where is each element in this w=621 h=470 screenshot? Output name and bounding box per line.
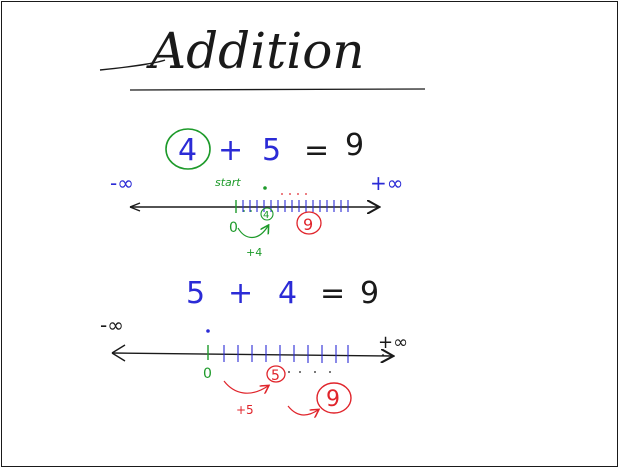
nl1-four-circle xyxy=(260,207,274,221)
nl2-pos-infinity: +∞ xyxy=(378,332,408,353)
nl1-neg-infinity: -∞ xyxy=(110,171,134,195)
eq1-first-addend: 4 xyxy=(178,133,197,168)
nl1-four-label: 4 xyxy=(263,210,269,221)
nl1-pos-infinity: +∞ xyxy=(370,171,403,195)
eq2-plus: + xyxy=(228,276,253,311)
eq1-plus: + xyxy=(218,133,243,168)
nl2-five-label: 5 xyxy=(271,368,280,384)
nl1-jump-label: +4 xyxy=(246,246,262,259)
nl2-nine-circle xyxy=(316,382,352,414)
equation-2: 5 + 4 = 9 xyxy=(186,276,379,311)
number-line-2: -∞ +∞ 0 5 9 +5 xyxy=(100,313,408,417)
title-underline xyxy=(129,88,426,91)
nl2-jump-arrow-2 xyxy=(287,405,318,415)
nl2-jump-label: +5 xyxy=(236,403,254,417)
nl2-jump-arrow-1 xyxy=(223,380,268,393)
eq1-equals: = xyxy=(304,133,329,168)
nl1-jump-arrow xyxy=(237,226,268,239)
nl2-zero-label: 0 xyxy=(203,366,212,382)
nl1-ticks xyxy=(242,200,349,212)
eq1-second-addend: 5 xyxy=(262,133,281,168)
eq1-sum: 9 xyxy=(345,128,364,163)
nl2-start-dot xyxy=(206,329,210,333)
equation-1: 4 + 5 = 9 xyxy=(165,128,364,170)
title-flourish xyxy=(99,59,166,71)
circle-first-addend-1 xyxy=(165,128,211,170)
number-line-1: -∞ +∞ start 0 4 9 +4 xyxy=(110,171,403,259)
nl1-nine-circle xyxy=(296,211,322,235)
nl2-ticks xyxy=(223,345,349,363)
nl1-start-dot xyxy=(263,186,267,190)
page-title: Addition xyxy=(146,22,365,80)
nl1-nine-label: 9 xyxy=(303,215,313,234)
eq2-first-addend: 5 xyxy=(186,276,205,311)
nl2-five-circle xyxy=(266,365,286,383)
eq2-sum: 9 xyxy=(360,276,379,311)
nl2-neg-infinity: -∞ xyxy=(100,313,124,337)
eq2-second-addend: 4 xyxy=(278,276,297,311)
nl2-nine-label: 9 xyxy=(326,387,340,412)
eq2-equals: = xyxy=(320,276,345,311)
nl1-start-label: start xyxy=(215,176,241,189)
nl1-zero-label: 0 xyxy=(229,220,238,236)
